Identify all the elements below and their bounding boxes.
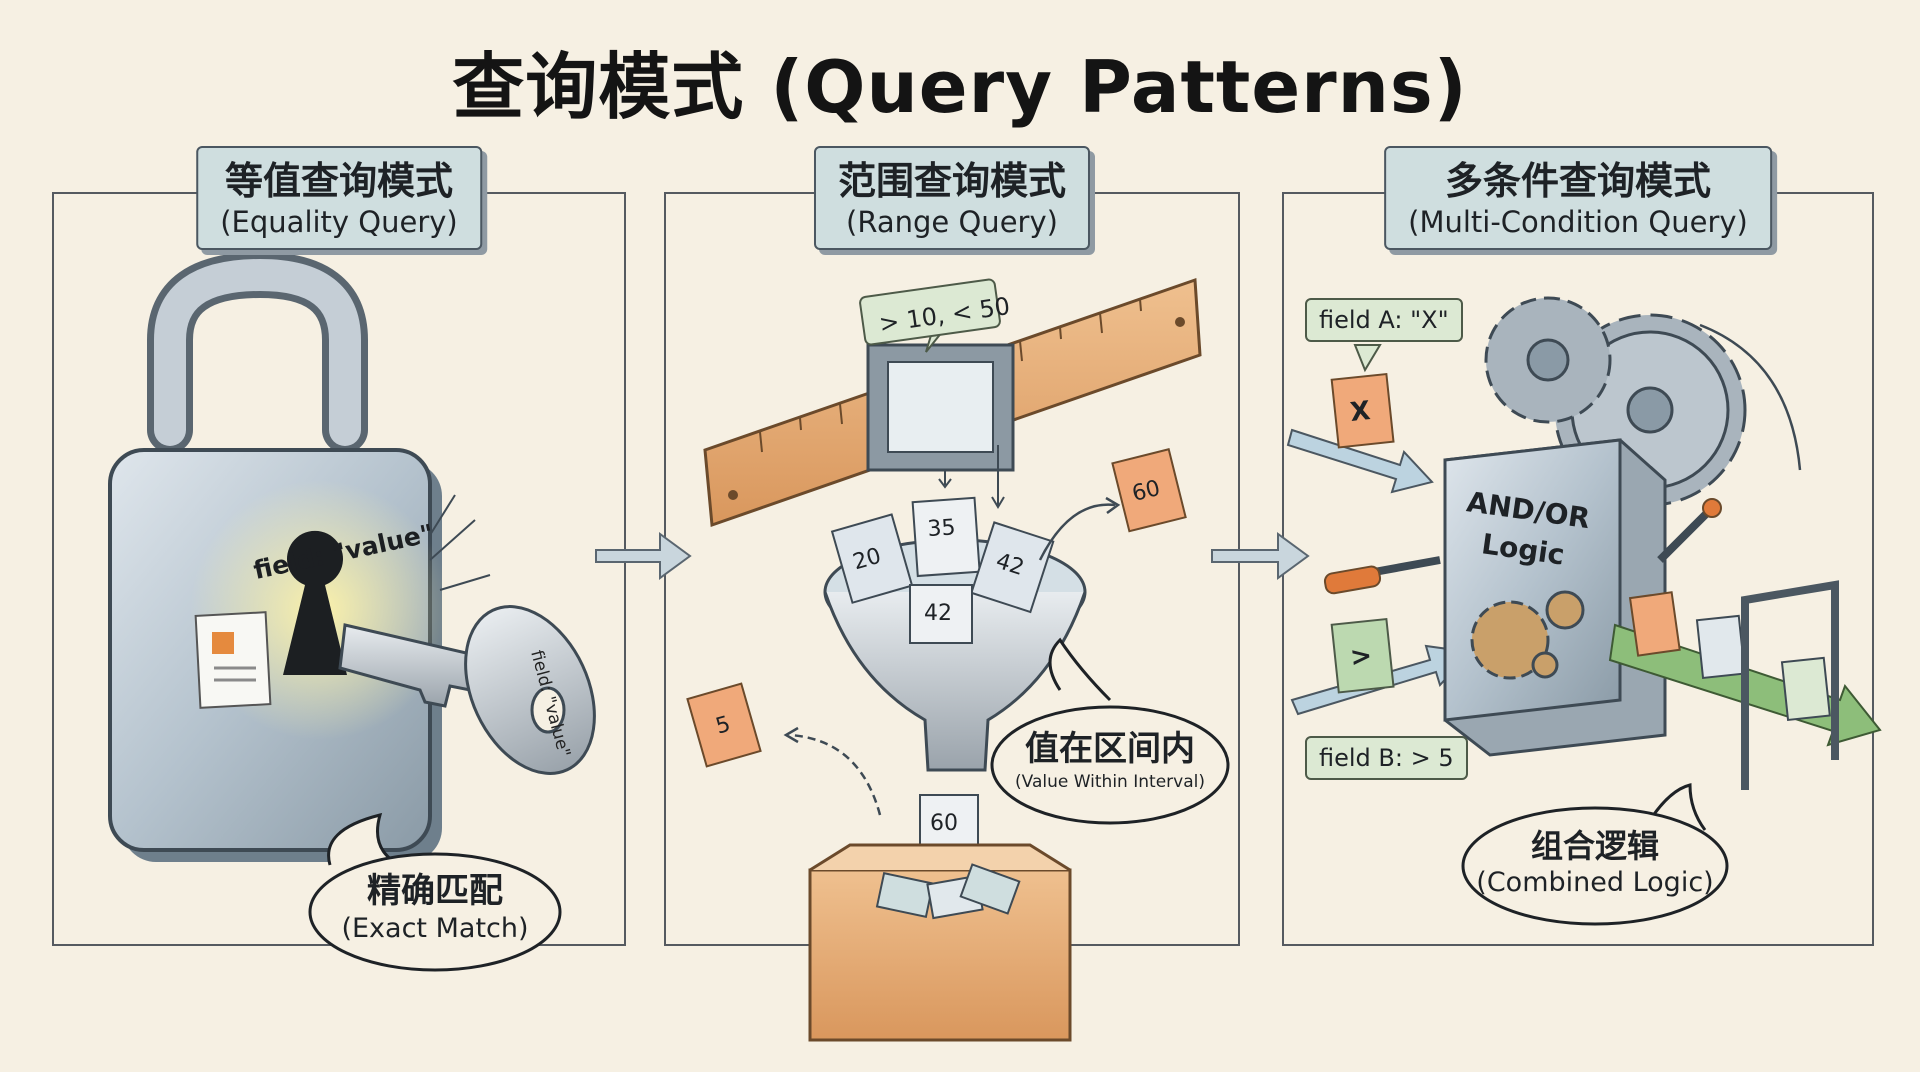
interval-label: 值在区间内 (Value Within Interval) <box>992 728 1228 794</box>
range-label-en: (Range Query) <box>846 205 1058 239</box>
field-a-tag: field A: "X" <box>1305 298 1463 342</box>
equality-query-panel: 等值查询模式 (Equality Query) <box>52 146 626 946</box>
combined-logic-en: (Combined Logic) <box>1476 867 1714 898</box>
range-query-panel: 范围查询模式 (Range Query) <box>664 146 1240 946</box>
equality-query-label: 等值查询模式 (Equality Query) <box>196 146 482 250</box>
combined-logic-label: 组合逻辑 (Combined Logic) <box>1463 826 1727 900</box>
combined-logic-zh: 组合逻辑 <box>1530 827 1659 865</box>
exact-match-label: 精确匹配 (Exact Match) <box>310 870 560 946</box>
range-query-label: 范围查询模式 (Range Query) <box>813 146 1091 250</box>
exact-match-zh: 精确匹配 <box>367 871 503 911</box>
exact-match-en: (Exact Match) <box>341 913 529 944</box>
page-title: 查询模式 (Query Patterns) <box>452 45 1468 129</box>
interval-zh: 值在区间内 <box>1025 729 1195 769</box>
multi-label-zh: 多条件查询模式 <box>1444 159 1711 203</box>
range-label-zh: 范围查询模式 <box>837 159 1067 203</box>
interval-en: (Value Within Interval) <box>1015 772 1205 792</box>
multi-condition-query-label: 多条件查询模式 (Multi-Condition Query) <box>1384 146 1772 250</box>
multi-condition-query-panel: 多条件查询模式 (Multi-Condition Query) <box>1282 146 1874 946</box>
equality-label-en: (Equality Query) <box>220 205 458 239</box>
field-b-tag: field B: > 5 <box>1305 736 1468 780</box>
equality-label-zh: 等值查询模式 <box>224 159 454 203</box>
multi-label-en: (Multi-Condition Query) <box>1408 205 1748 239</box>
